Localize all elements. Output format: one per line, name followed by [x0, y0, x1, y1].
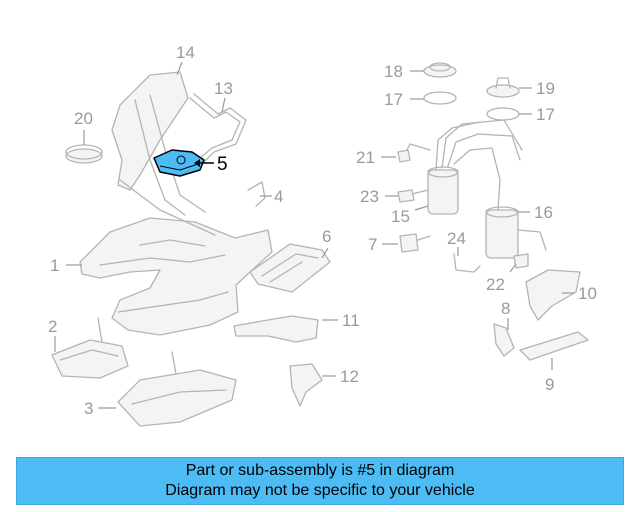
callout-4: 4 — [274, 187, 283, 206]
part-7-valve — [399, 233, 431, 253]
part-4-bracket — [247, 181, 266, 207]
callout-13: 13 — [214, 79, 233, 98]
callout-10: 10 — [578, 284, 597, 303]
callout-16: 16 — [534, 203, 553, 222]
callout-2: 2 — [48, 317, 57, 336]
callout-20: 20 — [74, 109, 93, 128]
part-17-seal-ring-left — [423, 91, 457, 105]
callout-21: 21 — [356, 148, 375, 167]
callout-24: 24 — [447, 229, 466, 248]
part-17-seal-ring-right — [486, 107, 520, 121]
part-12-small-bracket — [289, 363, 323, 407]
leader-6 — [321, 247, 329, 259]
callout-23: 23 — [360, 187, 379, 206]
banner-line-2: Diagram may not be specific to your vehi… — [165, 482, 475, 499]
callout-12: 12 — [340, 367, 359, 386]
callout-3: 3 — [84, 399, 93, 418]
leader-15 — [414, 205, 429, 211]
callout-11: 11 — [342, 311, 360, 330]
leader-13 — [221, 97, 226, 113]
callout-8: 8 — [501, 299, 510, 318]
part-11-bracket — [233, 315, 319, 343]
part-6-heat-shield — [249, 243, 331, 293]
info-banner: Part or sub-assembly is #5 in diagram Di… — [16, 457, 624, 505]
part-1-fuel-tank — [79, 217, 273, 336]
banner-line-1: Part or sub-assembly is #5 in diagram — [185, 462, 455, 479]
callout-6: 6 — [322, 227, 331, 246]
part-18-flange — [423, 62, 457, 78]
callout-7: 7 — [368, 235, 377, 254]
part-23-connector — [397, 189, 415, 203]
part-16-fuel-pump — [485, 206, 547, 259]
part-20-ring — [65, 144, 103, 164]
parts-diagram: 1 14 13 20 5 4 6 — [48, 43, 597, 427]
leader-14 — [176, 61, 183, 76]
callout-18: 18 — [384, 62, 403, 81]
part-3-lower-shield — [117, 351, 237, 427]
leader-22 — [509, 263, 517, 273]
callout-15: 15 — [391, 207, 410, 226]
callout-22: 22 — [486, 275, 505, 294]
callout-5: 5 — [217, 154, 228, 175]
part-5-cover-highlighted — [153, 149, 205, 177]
part-9-rail — [519, 331, 589, 361]
part-22-clip — [513, 253, 529, 269]
part-24-strap — [453, 253, 481, 273]
callout-9: 9 — [545, 375, 554, 394]
part-14-filler-pipe — [111, 71, 216, 236]
callout-14: 14 — [176, 43, 195, 62]
part-2-skid-plate — [51, 317, 129, 379]
part-13-vent-hose — [189, 93, 247, 163]
leader-5-arrow — [194, 159, 200, 167]
part-21-sensor — [397, 149, 411, 163]
fuel-lines — [401, 119, 523, 211]
callout-17-left: 17 — [384, 90, 403, 109]
part-19-flange — [486, 77, 520, 98]
callout-1: 1 — [50, 256, 59, 275]
callout-19: 19 — [536, 79, 555, 98]
part-10-shield — [525, 269, 581, 321]
part-8-bracket — [493, 323, 515, 357]
callout-17-right: 17 — [536, 105, 555, 124]
